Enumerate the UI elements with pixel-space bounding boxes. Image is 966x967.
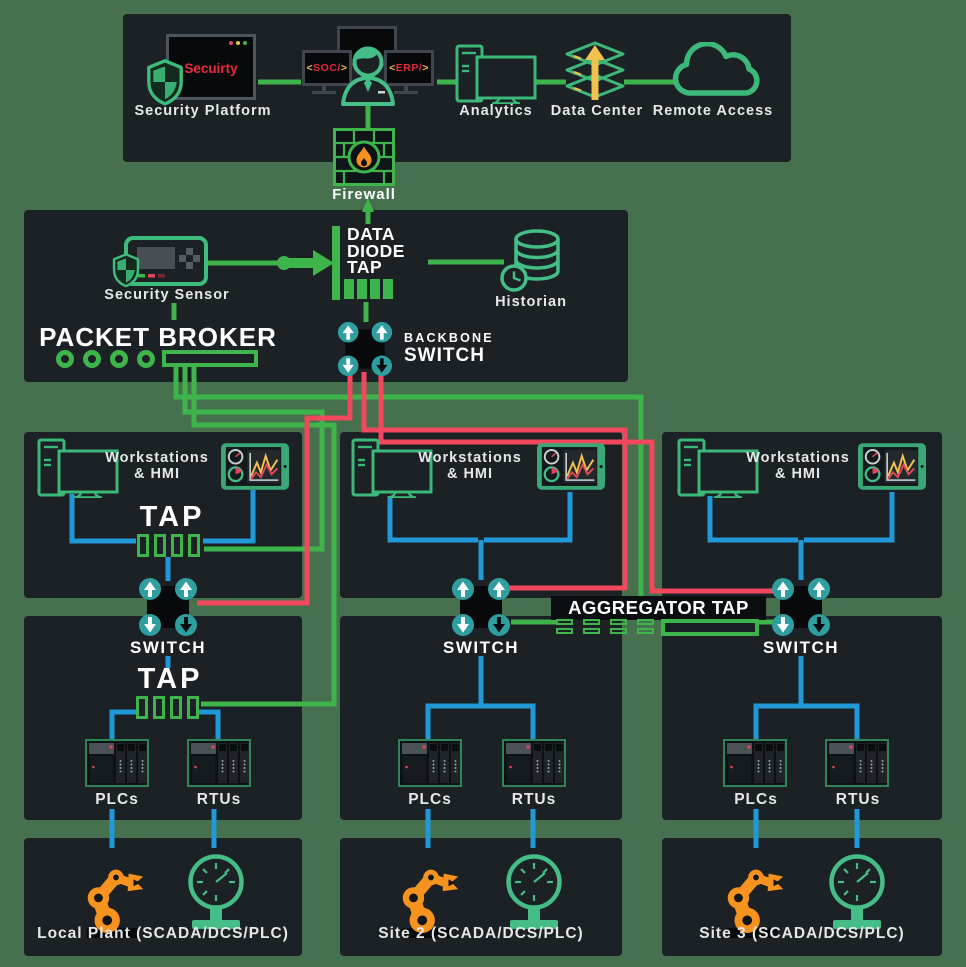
site2-plant-label: Site 2 (SCADA/DCS/PLC) [378, 925, 584, 942]
site3-plant-label: Site 3 (SCADA/DCS/PLC) [699, 925, 905, 942]
site1-switch-icon [138, 577, 198, 637]
panel-site3-plant [662, 838, 942, 956]
site2-switch-icon [451, 577, 511, 637]
security-platform-screen-text: Secuirty [184, 61, 238, 76]
panel-site1-plant [24, 838, 302, 956]
window-controls-icon [229, 41, 247, 45]
site3-gauge-icon [826, 852, 888, 934]
backbone-switch-icon [337, 321, 393, 377]
site1-plant-label: Local Plant (SCADA/DCS/PLC) [37, 925, 289, 942]
site2-plc-icon [398, 739, 462, 787]
site1-rtu-icon [187, 739, 251, 787]
site1-ws-line2: & HMI [133, 466, 181, 482]
green-links [171, 79, 773, 707]
site1-tap-upper-label: TAP [139, 501, 205, 533]
site3-ws-line2: & HMI [774, 466, 822, 482]
site2-ws-line2: & HMI [446, 466, 494, 482]
site1-tap-lower-label: TAP [137, 663, 203, 695]
green-arrows [277, 198, 374, 276]
data-center-icon [565, 41, 625, 100]
analyst-person-icon [341, 46, 395, 106]
site3-ws-line1: Workstations [746, 450, 850, 466]
site2-switch-label: SWITCH [442, 638, 520, 657]
site1-tap-upper-icon [137, 534, 200, 557]
site2-rtu-icon [502, 739, 566, 787]
site2-rtus-label: RTUs [511, 791, 557, 808]
site3-plcs-label: PLCs [734, 791, 778, 808]
panel-site2-controllers [340, 616, 622, 820]
site3-rtus-label: RTUs [835, 791, 881, 808]
site1-plc-icon [85, 739, 149, 787]
aggregator-tap-label-bg: AGGREGATOR TAP [551, 596, 766, 620]
blue-links [69, 490, 895, 848]
data-diode-label: DATA DIODE TAP [347, 226, 405, 276]
site2-gauge-icon [503, 852, 565, 934]
site1-ws-line1: Workstations [105, 450, 209, 466]
monitor-stand [404, 86, 408, 91]
aggregator-tap-label: AGGREGATOR TAP [568, 597, 749, 618]
site1-gauge-icon [185, 852, 247, 934]
monitor-stand [394, 91, 418, 94]
soc-screen-text: <SOC/> [306, 62, 348, 74]
data-center-label: Data Center [550, 103, 644, 119]
aggregator-tap-chassis-icon [661, 619, 759, 636]
aggregator-tap-ports-icon [556, 619, 654, 634]
security-platform-label: Security Platform [134, 103, 272, 119]
site3-switch-icon [771, 577, 831, 637]
erp-screen-text: <ERP/> [389, 62, 429, 74]
site1-tap-lower-icon [136, 696, 199, 719]
historian-label: Historian [495, 294, 567, 310]
firewall-label: Firewall [332, 186, 396, 203]
analytics-icon [454, 44, 538, 104]
erp-monitor-icon: <ERP/> [384, 50, 434, 86]
site3-rtu-icon [825, 739, 889, 787]
site1-rtus-label: RTUs [196, 791, 242, 808]
shield-icon [146, 58, 184, 106]
packet-broker-label: PACKET BROKER [39, 322, 277, 352]
historian-database-icon [500, 229, 560, 292]
panel-site2-plant [340, 838, 622, 956]
panel-site3-controllers [662, 616, 942, 820]
data-diode-line3: TAP [347, 257, 383, 277]
data-diode-line1: DATA [347, 224, 396, 244]
site2-workstations-label: Workstations & HMI [418, 450, 522, 482]
data-diode-ports-icon [344, 279, 393, 299]
backbone-label-line2: SWITCH [404, 345, 485, 366]
packet-broker-chassis-icon [162, 350, 258, 367]
remote-access-label: Remote Access [652, 103, 774, 119]
site3-hmi-tablet-icon [858, 443, 926, 490]
site2-hmi-tablet-icon [537, 443, 605, 490]
analytics-label: Analytics [459, 103, 533, 119]
backbone-label-line1: BACKBONE [404, 331, 494, 345]
soc-monitor-icon: <SOC/> [302, 50, 352, 86]
packet-broker-ports-icon [56, 350, 155, 368]
data-diode-line2: DIODE [347, 240, 405, 261]
site3-plc-icon [723, 739, 787, 787]
shield-icon [112, 252, 140, 288]
monitor-stand [312, 91, 336, 94]
security-sensor-label: Security Sensor [104, 287, 230, 303]
remote-access-cloud-icon [672, 42, 760, 96]
backbone-switch-label: BACKBONE SWITCH [404, 331, 494, 367]
data-diode-bar-icon [332, 226, 340, 300]
site1-hmi-tablet-icon [221, 443, 289, 490]
site1-plcs-label: PLCs [95, 791, 139, 808]
site1-workstations-label: Workstations & HMI [105, 450, 209, 482]
site2-ws-line1: Workstations [418, 450, 522, 466]
site3-workstations-label: Workstations & HMI [746, 450, 850, 482]
firewall-icon [333, 128, 395, 186]
site3-switch-label: SWITCH [762, 638, 840, 657]
monitor-stand [322, 86, 326, 91]
site2-plcs-label: PLCs [408, 791, 452, 808]
site1-switch-label: SWITCH [129, 638, 207, 657]
red-links [197, 372, 775, 606]
